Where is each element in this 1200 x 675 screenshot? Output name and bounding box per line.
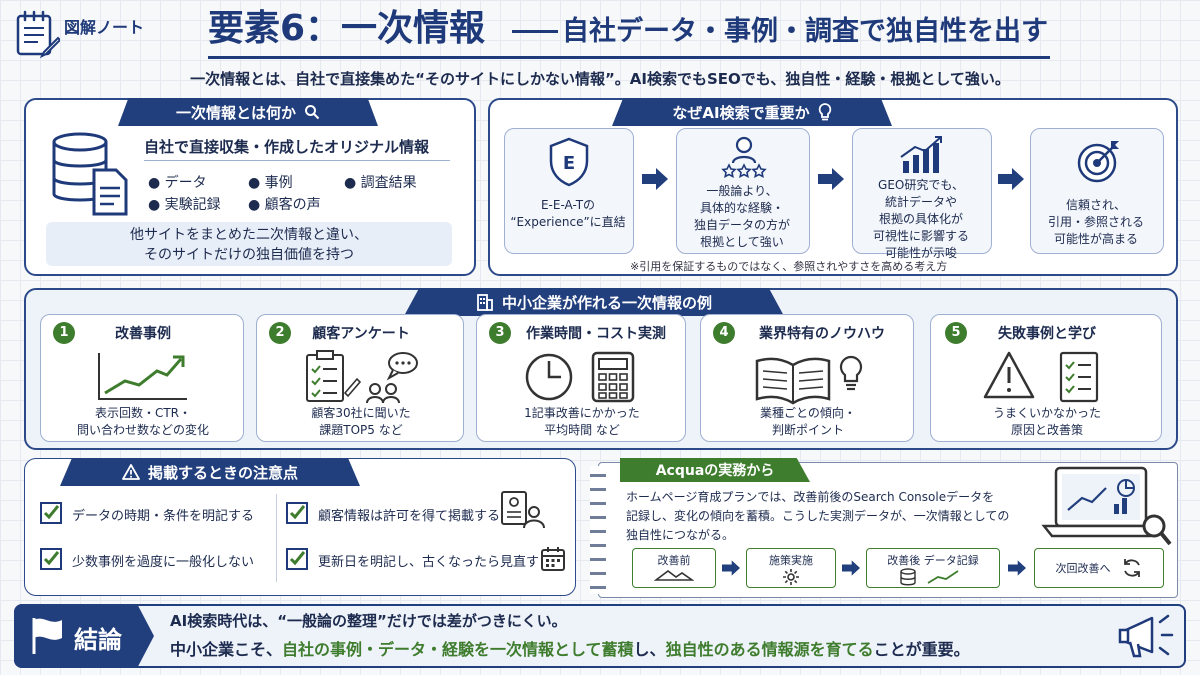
mountain-icon [653,570,695,581]
clock-calculator-icon [525,351,635,403]
warning-checklist-icon [983,351,1099,403]
checkbox-icon [286,502,308,524]
lead-text: 一次情報とは、自社で直接集めた“そのサイトにしかない情報”。AI検索でもSEOで… [190,70,1010,88]
database-trend-icon [900,568,959,586]
caution-item: 少数事例を過度に一般化しない [72,555,255,570]
title-underline [208,56,1050,59]
magnifier-icon [305,105,320,120]
person-stars-icon [721,136,767,178]
why-step-1: E E-E-A-Tの“Experience”に直結 [504,128,634,254]
what-heading: 自社で直接収集・作成したオリジナル情報 [144,138,430,156]
svg-text:E: E [563,153,575,174]
checkbox-icon [286,548,308,570]
example-card: 4 業界特有のノウハウ 業種ごとの傾向・判断ポイント [700,314,914,442]
flag-icon [32,618,62,654]
flow-step-next: 次回改善へ [1034,548,1164,588]
notebook-label: 図解ノート [64,18,145,37]
caution-item: 顧客情報は許可を得て掲載する [318,509,501,524]
what-heading-rule [144,160,450,161]
examples-tab: 中小企業が作れる一次情報の例 [404,288,784,316]
conclusion-line1: AI検索時代は、“一般論の整理”だけでは差がつきにくい。 [170,612,567,630]
caution-divider [276,494,277,582]
page-subtitle: 自社データ・事例・調査で独自性を出す [562,16,1048,47]
why-title: なぜAI検索で重要か [672,103,810,122]
laptop-chart-icon [1041,466,1172,546]
examples-title: 中小企業が作れる一次情報の例 [501,293,712,312]
checkbox-icon [40,548,62,570]
arrow-right-icon [842,560,860,576]
arrow-right-icon [818,168,844,190]
notebook-icon [14,8,62,62]
caution-tab: 掲載するときの注意点 [60,458,360,486]
arrow-right-icon [998,168,1024,190]
example-card: 3 作業時間・コスト実測 1記事改善にかかった平均時間 など [476,314,686,442]
what-item: ● 事例 [248,175,293,191]
what-note: 他サイトをまとめた二次情報と違い、 そのサイトだけの独自価値を持つ [46,222,452,266]
why-tab: なぜAI検索で重要か [612,98,892,126]
gear-icon [783,569,799,585]
lightbulb-icon [818,103,831,121]
calendar-icon [541,547,565,571]
what-title: 一次情報とは何か [175,103,296,122]
what-item: ● 顧客の声 [248,197,321,213]
flow-step-action: 施策実施 [746,548,836,588]
shield-e-icon: E [549,137,589,187]
example-card: 5 失敗事例と学び うまくいかなかった原因と改善策 [930,314,1162,442]
title-dash [512,30,558,33]
conclusion-label: 結論 [74,626,122,654]
why-footnote: ※引用を保証するものではなく、参照されやすさを高める考え方 [630,260,948,273]
page-title: 要素6：一次情報 [208,8,486,49]
acqua-tab: Acquaの実務から [620,458,810,482]
example-card: 2 顧客アンケート 顧客30社に聞いた課題TOP5 など [256,314,464,442]
why-step-4: 信頼され、引用・参照される可能性が高まる [1030,128,1164,254]
book-lightbulb-icon [755,355,863,405]
flow-step-after: 改善後 データ記録 [866,548,1000,588]
bar-chart-up-icon [900,136,942,173]
conclusion-line2: 中小企業こそ、自社の事例・データ・経験を一次情報として蓄積し、独自性のある情報源… [170,640,970,659]
why-step-2: 一般論より、具体的な経験・独自データの方が根拠として強い [676,128,810,254]
caution-item: 更新日を明記し、古くなったら見直す [318,555,540,570]
refresh-icon [1123,559,1140,577]
what-item: ● 調査結果 [344,175,417,191]
conclusion-bar [14,604,1186,668]
arrow-right-icon [642,168,668,190]
target-icon [1077,141,1119,183]
spiral-binding [590,466,606,594]
line-chart-up-icon [98,353,187,400]
what-item: ● 実験記録 [148,197,221,213]
example-card: 1 改善事例 表示回数・CTR・問い合わせ数などの変化 [40,314,244,442]
building-icon [477,294,493,311]
caution-title: 掲載するときの注意点 [147,463,298,482]
flow-step-before: 改善前 [632,548,716,588]
arrow-right-icon [722,560,740,576]
checkbox-icon [40,502,62,524]
survey-clipboard-icon [306,350,418,404]
database-icon [48,128,132,218]
acqua-text: ホームページ育成プランでは、改善前後のSearch Consoleデータを記録し… [626,490,1010,542]
caution-item: データの時期・条件を明記する [72,509,255,524]
id-card-person-icon [501,491,545,529]
megaphone-icon [1118,614,1174,658]
what-tab: 一次情報とは何か [118,98,378,126]
warning-icon [122,464,140,480]
what-item: ● データ [148,175,207,191]
why-step-3: GEO研究でも、統計データや根拠の具体化が可視性に影響する可能性が示唆 [852,128,992,260]
arrow-right-icon [1008,560,1026,576]
